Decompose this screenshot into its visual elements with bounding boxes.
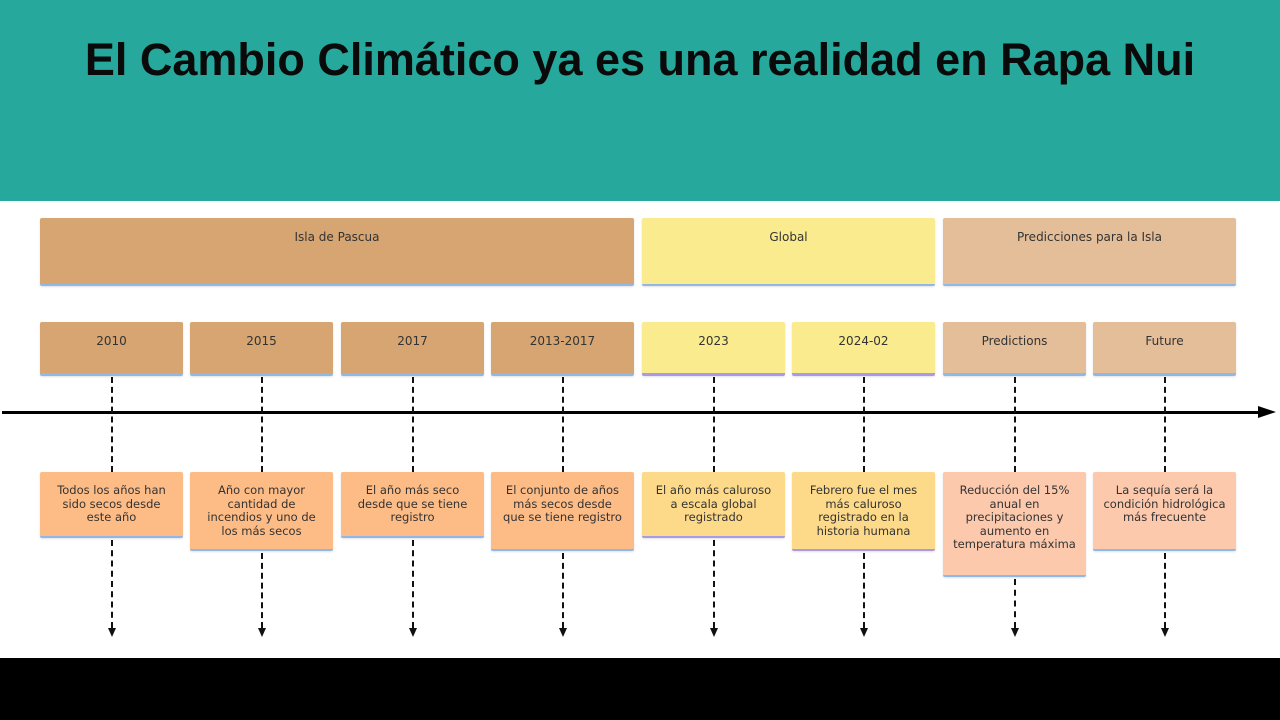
connector-line (412, 540, 414, 628)
connector-line (111, 377, 113, 472)
connector-line (863, 377, 865, 472)
page-title: El Cambio Climático ya es una realidad e… (84, 34, 1196, 85)
footer-bar (0, 658, 1280, 720)
event-note: El año más seco desde que se tiene regis… (341, 472, 484, 538)
event-label: 2015 (190, 322, 333, 376)
group-isla-de-pascua: Isla de Pascua (40, 218, 634, 286)
event-label: 2017 (341, 322, 484, 376)
event-label: 2013-2017 (491, 322, 634, 376)
event-note: Todos los años han sido secos desde este… (40, 472, 183, 538)
connector-line (261, 377, 263, 472)
arrow-down-icon (1011, 628, 1019, 637)
event-note: El conjunto de años más secos desde que … (491, 472, 634, 551)
connector-line (111, 540, 113, 628)
connector-line (1164, 553, 1166, 628)
connector-line (1014, 579, 1016, 628)
arrow-down-icon (258, 628, 266, 637)
connector-line (1164, 377, 1166, 472)
connector-line (562, 377, 564, 472)
connector-line (863, 553, 865, 628)
arrow-down-icon (108, 628, 116, 637)
event-label: 2024-02 (792, 322, 935, 376)
event-label: 2010 (40, 322, 183, 376)
timeline-arrow-icon (1258, 406, 1276, 418)
connector-line (713, 540, 715, 628)
event-label: Future (1093, 322, 1236, 376)
arrow-down-icon (860, 628, 868, 637)
event-note: El año más caluroso a escala global regi… (642, 472, 785, 538)
arrow-down-icon (1161, 628, 1169, 637)
connector-line (713, 377, 715, 472)
title-banner (0, 0, 1280, 201)
connector-line (412, 377, 414, 472)
event-label: Predictions (943, 322, 1086, 376)
connector-line (261, 553, 263, 628)
connector-line (562, 553, 564, 628)
event-note: Reducción del 15% anual en precipitacion… (943, 472, 1086, 577)
group-global: Global (642, 218, 935, 286)
arrow-down-icon (409, 628, 417, 637)
event-note: La sequía será la condición hidrológica … (1093, 472, 1236, 551)
group-predicciones: Predicciones para la Isla (943, 218, 1236, 286)
event-note: Año con mayor cantidad de incendios y un… (190, 472, 333, 551)
event-note: Febrero fue el mes más caluroso registra… (792, 472, 935, 551)
event-label: 2023 (642, 322, 785, 376)
connector-line (1014, 377, 1016, 472)
arrow-down-icon (559, 628, 567, 637)
timeline-axis (2, 411, 1260, 414)
arrow-down-icon (710, 628, 718, 637)
